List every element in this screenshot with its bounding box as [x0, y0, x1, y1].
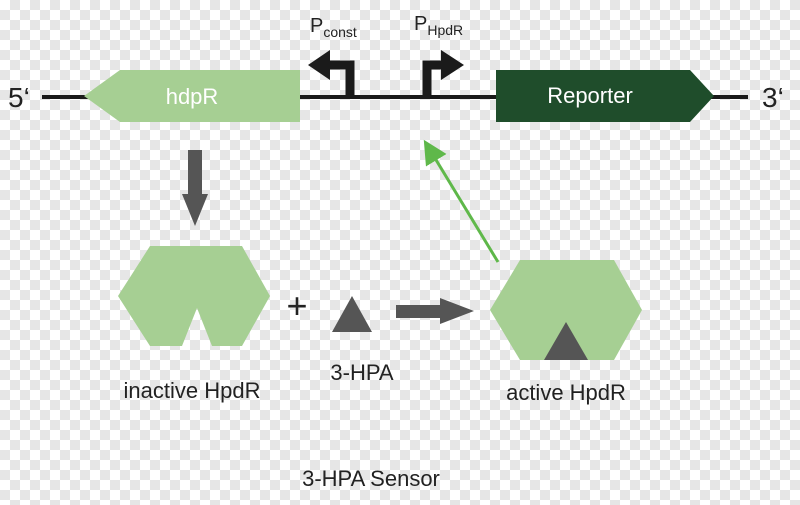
- five-prime-label: 5‘: [8, 82, 30, 113]
- activation-arrow: [423, 139, 500, 263]
- promoter-hpdr-label: PHpdR: [414, 13, 463, 38]
- promoter-const-label: Pconst: [310, 15, 357, 40]
- expression-down-arrow: [182, 150, 208, 226]
- diagram-caption: 3-HPA Sensor: [302, 466, 440, 491]
- inactive-hpdr-shape: [118, 246, 270, 346]
- hdpr-gene-label: hdpR: [166, 84, 219, 109]
- bound-ligand-triangle: [544, 322, 588, 360]
- plus-sign: +: [286, 285, 307, 326]
- inactive-hpdr-label: inactive HpdR: [124, 378, 261, 403]
- active-hpdr-shape: [490, 260, 642, 360]
- three-prime-label: 3‘: [762, 82, 784, 113]
- promoter-const-arrow: [308, 50, 355, 97]
- active-hpdr-label: active HpdR: [506, 380, 626, 405]
- ligand-3hpa-label: 3-HPA: [330, 360, 393, 385]
- reporter-gene-label: Reporter: [547, 83, 633, 108]
- binding-right-arrow: [396, 298, 474, 324]
- promoter-hpdr-arrow: [422, 50, 464, 97]
- ligand-3hpa-triangle: [332, 296, 372, 332]
- hdpr-gene: [84, 70, 300, 122]
- reporter-gene: [496, 70, 714, 122]
